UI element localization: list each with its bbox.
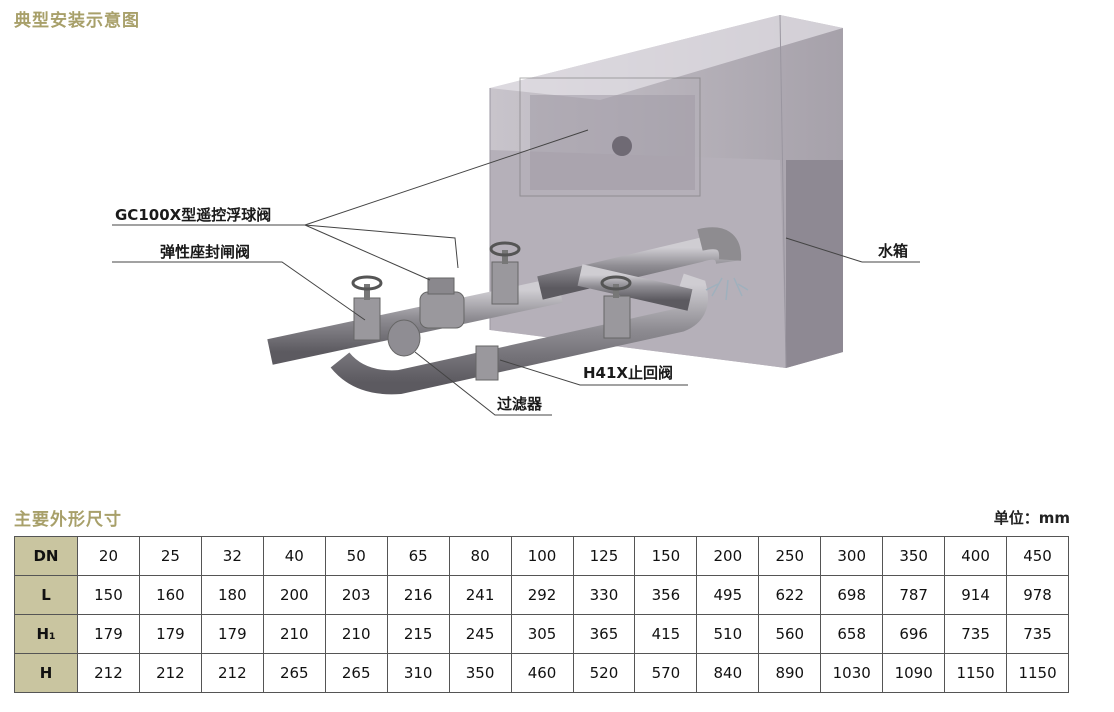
table-cell: 310 <box>386 653 450 693</box>
float-ball <box>612 136 632 156</box>
unit-label: 单位：mm <box>993 509 1070 527</box>
table-cell: 32 <box>200 536 264 576</box>
check-valve <box>475 345 499 381</box>
table-cell: 658 <box>820 614 884 654</box>
table-cell: 300 <box>820 536 884 576</box>
table-cell: 210 <box>262 614 326 654</box>
table-cell: 365 <box>572 614 636 654</box>
table-cell: 890 <box>758 653 822 693</box>
row-header: H <box>14 653 78 693</box>
table-cell: 50 <box>324 536 388 576</box>
callout-gate-valve: 弹性座封闸阀 <box>160 243 251 261</box>
table-cell: 179 <box>200 614 264 654</box>
table-cell: 622 <box>758 575 822 615</box>
table-cell: 510 <box>696 614 760 654</box>
water-spray <box>705 277 749 301</box>
table-cell: 330 <box>572 575 636 615</box>
table-cell: 65 <box>386 536 450 576</box>
table-cell: 20 <box>77 536 140 576</box>
dimensions-title: 主要外形尺寸 <box>14 510 122 530</box>
table-cell: 212 <box>138 653 202 693</box>
table-cell: 212 <box>77 653 140 693</box>
table-cell: 356 <box>634 575 698 615</box>
table-cell: 350 <box>448 653 512 693</box>
table-cell: 978 <box>1006 575 1069 615</box>
table-cell: 460 <box>510 653 574 693</box>
table-cell: 200 <box>262 575 326 615</box>
callout-float-valve: GC100X型遥控浮球阀 <box>115 206 272 224</box>
table-cell: 735 <box>1006 614 1069 654</box>
table-cell: 570 <box>634 653 698 693</box>
table-cell: 200 <box>696 536 760 576</box>
gate-valve-2 <box>489 241 521 305</box>
gate-valve <box>351 275 383 341</box>
callout-check-valve: H41X止回阀 <box>583 364 673 382</box>
table-cell: 210 <box>324 614 388 654</box>
table-cell: 212 <box>200 653 264 693</box>
table-cell: 25 <box>138 536 202 576</box>
callout-strainer: 过滤器 <box>497 395 543 413</box>
row-header: H₁ <box>14 614 78 654</box>
table-cell: 495 <box>696 575 760 615</box>
table-cell: 245 <box>448 614 512 654</box>
table-cell: 150 <box>77 575 140 615</box>
table-cell: 250 <box>758 536 822 576</box>
table-cell: 305 <box>510 614 574 654</box>
table-cell: 160 <box>138 575 202 615</box>
installation-diagram <box>112 14 920 416</box>
leader-lines <box>112 129 920 416</box>
gate-valve-3 <box>600 275 632 339</box>
float-valve <box>419 277 465 329</box>
table-cell: 400 <box>944 536 1008 576</box>
table-cell: 1150 <box>1006 653 1069 693</box>
table-cell: 203 <box>324 575 388 615</box>
table-cell: 735 <box>944 614 1008 654</box>
row-header: DN <box>14 536 78 576</box>
table-cell: 415 <box>634 614 698 654</box>
install-diagram-title: 典型安装示意图 <box>14 11 140 31</box>
strainer <box>387 319 421 357</box>
table-cell: 450 <box>1006 536 1069 576</box>
table-cell: 914 <box>944 575 1008 615</box>
table-cell: 125 <box>572 536 636 576</box>
table-cell: 350 <box>882 536 946 576</box>
table-cell: 241 <box>448 575 512 615</box>
table-cell: 840 <box>696 653 760 693</box>
table-cell: 216 <box>386 575 450 615</box>
table-cell: 215 <box>386 614 450 654</box>
table-cell: 80 <box>448 536 512 576</box>
table-cell: 150 <box>634 536 698 576</box>
table-cell: 179 <box>77 614 140 654</box>
table-cell: 179 <box>138 614 202 654</box>
table-cell: 100 <box>510 536 574 576</box>
table-cell: 265 <box>324 653 388 693</box>
table-cell: 560 <box>758 614 822 654</box>
table-cell: 265 <box>262 653 326 693</box>
table-cell: 1090 <box>882 653 946 693</box>
table-cell: 698 <box>820 575 884 615</box>
table-cell: 1030 <box>820 653 884 693</box>
table-cell: 520 <box>572 653 636 693</box>
table-cell: 787 <box>882 575 946 615</box>
table-cell: 180 <box>200 575 264 615</box>
table-cell: 1150 <box>944 653 1008 693</box>
row-header: L <box>14 575 78 615</box>
table-cell: 696 <box>882 614 946 654</box>
table-cell: 292 <box>510 575 574 615</box>
callout-water-tank: 水箱 <box>878 242 909 260</box>
table-cell: 40 <box>262 536 326 576</box>
